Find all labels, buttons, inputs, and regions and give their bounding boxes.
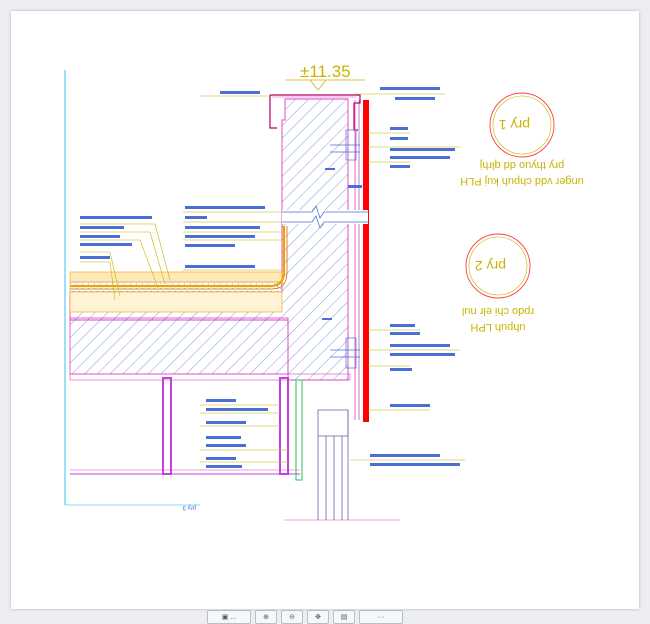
leader-text-bottom <box>206 399 268 468</box>
purple-frame-2 <box>279 377 289 475</box>
concrete-slab <box>69 317 289 375</box>
leaders-bottom <box>200 404 288 463</box>
green-frame <box>295 379 303 481</box>
viewer-toolbar: ▣ ... ⊕ ⊖ ✥ ▤ ··· <box>207 610 403 624</box>
leaders-right <box>350 93 465 461</box>
elevation-label: ±11.35 <box>300 62 351 81</box>
roof-insulation <box>69 271 283 283</box>
leader-text-left <box>80 91 265 268</box>
detail-2-label: pry 2 <box>475 258 506 274</box>
cad-drawing: ±11.35 <box>64 62 584 521</box>
anchor-bottom <box>330 337 360 369</box>
elevation-marker <box>285 79 365 91</box>
membrane-upturn <box>70 226 286 288</box>
leaders-left <box>80 95 282 301</box>
window-frame <box>317 409 349 520</box>
break-line-bottom <box>282 215 368 229</box>
break-gap <box>282 210 368 224</box>
note-1-line1: pry thyuo dd qlrhj <box>480 159 564 171</box>
view-label: pry 3 <box>182 504 196 510</box>
detail-circle-1 <box>489 92 555 158</box>
note-1-line2: unger vdd chpuh kuj PLH <box>460 175 584 187</box>
small-labels <box>322 168 362 320</box>
note-2-line1: rpdo chi elr nul <box>462 305 534 317</box>
drawing-sheet[interactable]: ±11.35 <box>11 11 639 609</box>
red-cladding <box>363 100 369 422</box>
anchor-top <box>330 129 360 161</box>
detail-circle-2 <box>465 233 531 299</box>
break-line-top <box>282 205 368 219</box>
leader-text-right <box>370 87 460 466</box>
slab-underside <box>69 373 351 381</box>
roof-screed <box>69 291 283 313</box>
purple-frame-1 <box>162 377 172 475</box>
note-2-line2: uhpuh LPH <box>470 321 525 333</box>
detail-1-label: pry 1 <box>499 117 530 133</box>
